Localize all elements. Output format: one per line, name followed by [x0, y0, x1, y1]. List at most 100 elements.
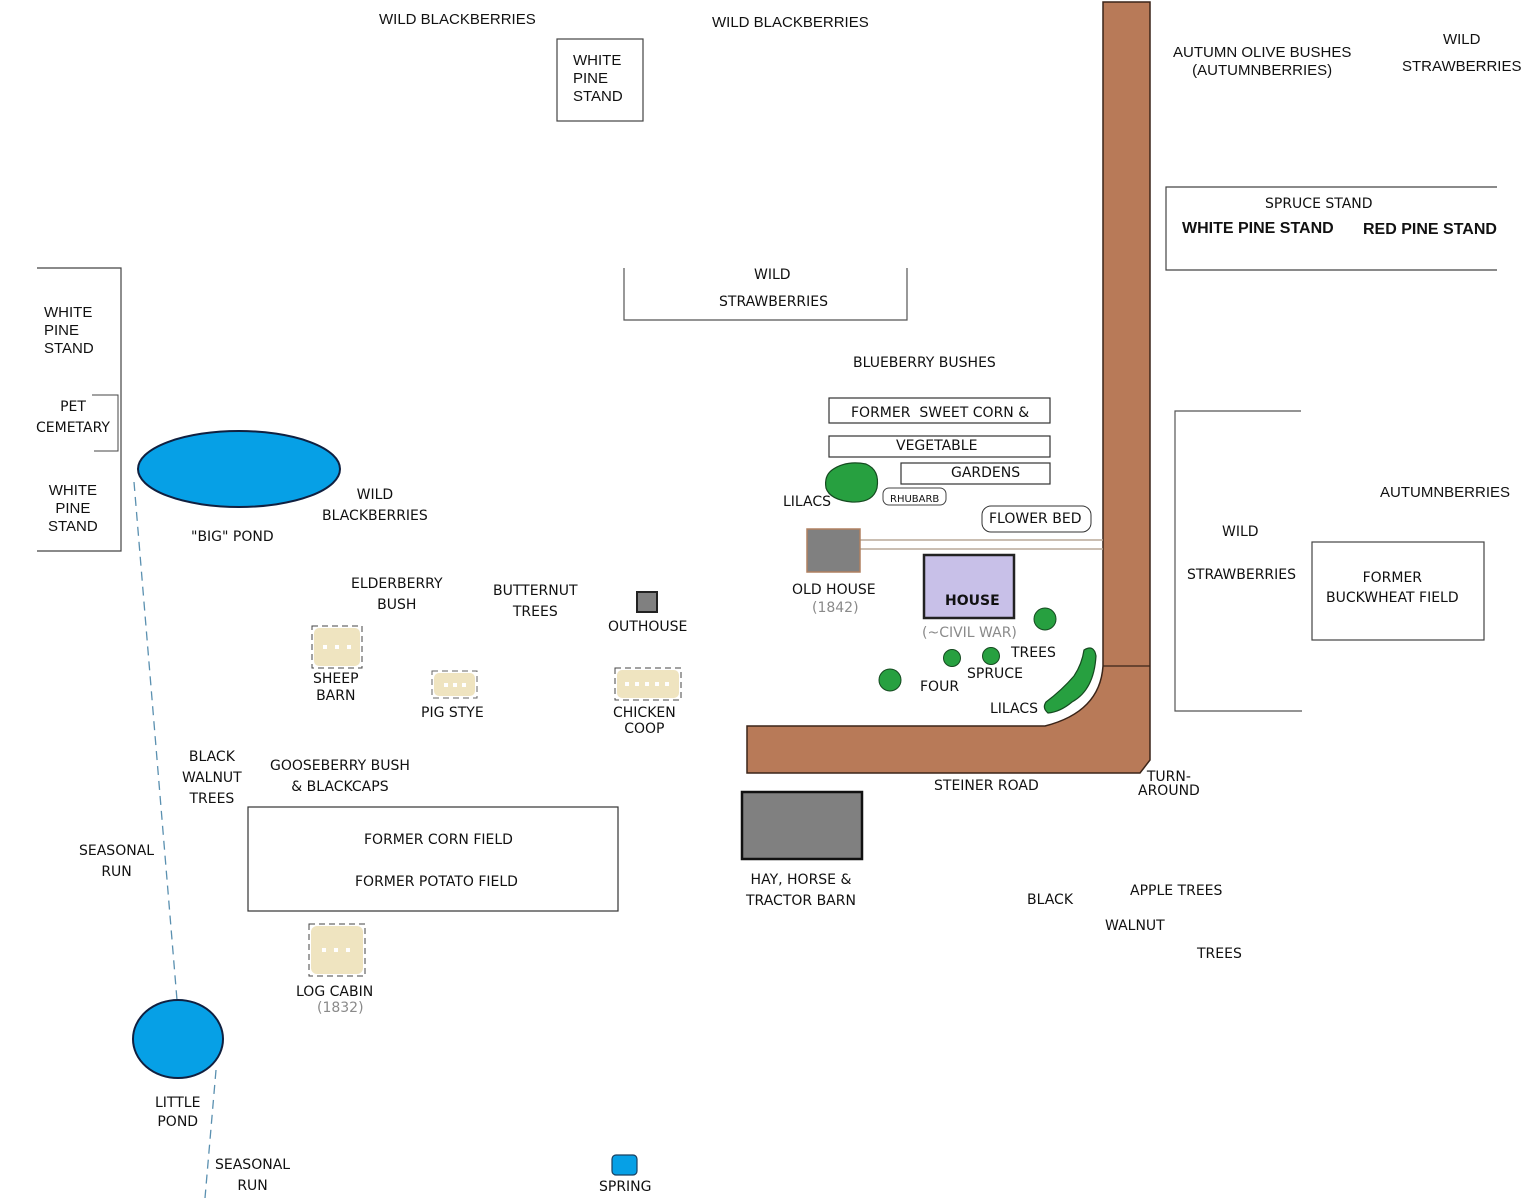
big-pond[interactable]	[137, 430, 341, 508]
label-black: BLACK	[1027, 892, 1074, 908]
chicken-coop-outline	[614, 667, 682, 701]
label-wild-strawberries-right-2: STRAWBERRIES	[1187, 567, 1297, 583]
label-pig-stye: PIG STYE	[421, 705, 484, 721]
label-trees-bottom: TREES	[1197, 946, 1242, 962]
label-garden-line-2: VEGETABLE	[896, 438, 978, 454]
hay-horse-tractor-barn[interactable]	[740, 790, 864, 861]
wild-strawberries-right-bracket	[1174, 410, 1302, 712]
outhouse[interactable]	[636, 591, 658, 613]
label-wild-blackberries-mid: WILD BLACKBERRIES	[322, 487, 428, 524]
label-elderberry-bush: ELDERBERRY BUSH	[351, 576, 443, 613]
label-lilacs-upper: LILACS	[783, 494, 832, 510]
label-apple-trees: APPLE TREES	[1130, 883, 1223, 899]
label-four: FOUR	[920, 679, 960, 695]
pig-stye-dots	[444, 683, 466, 687]
label-spruce: SPRUCE	[967, 666, 1023, 682]
road-shape	[746, 1, 1151, 774]
sheep-barn-outline	[311, 625, 363, 669]
label-seasonal-run-upper: SEASONAL RUN	[79, 843, 155, 880]
lilacs-lower-hedge[interactable]	[1043, 647, 1097, 714]
label-wild-strawberries-center-1: WILD	[754, 267, 791, 283]
spring[interactable]	[611, 1154, 638, 1176]
label-old-house-year: (1842)	[812, 600, 859, 616]
pig-stye[interactable]	[431, 670, 478, 699]
label-blueberry-bushes: BLUEBERRY BUSHES	[853, 355, 996, 371]
label-chicken-coop: CHICKEN COOP	[613, 705, 676, 737]
label-white-pine-stand-left-upper: WHITE PINE STAND	[44, 304, 94, 357]
spruce-tree-1[interactable]	[1033, 607, 1057, 631]
white-pine-stand-top-box	[556, 38, 644, 122]
label-spruce-stand: SPRUCE STAND	[1265, 196, 1373, 212]
label-walnut: WALNUT	[1105, 918, 1165, 934]
label-log-cabin-year: (1832)	[317, 1000, 364, 1016]
label-wild-strawberries-right-1: WILD	[1222, 524, 1259, 540]
label-autumn-olive-bushes: AUTUMN OLIVE BUSHES (AUTUMNBERRIES)	[1173, 44, 1352, 79]
label-former-potato-field: FORMER POTATO FIELD	[355, 874, 518, 890]
steiner-road	[746, 1, 1151, 774]
label-hay-horse-tractor-barn: HAY, HORSE & TRACTOR BARN	[746, 872, 856, 909]
label-former-corn-field: FORMER CORN FIELD	[364, 832, 513, 848]
label-sheep-barn: SHEEP BARN	[313, 671, 359, 704]
sheep-barn-dots	[323, 645, 351, 649]
label-rhubarb: RHUBARB	[890, 494, 940, 505]
corn-potato-field-box	[247, 806, 619, 912]
label-seasonal-run-lower: SEASONAL RUN	[215, 1157, 291, 1194]
label-turnaround: TURN- AROUND	[1138, 769, 1200, 799]
label-big-pond: "BIG" POND	[191, 529, 274, 545]
label-garden-line-3: GARDENS	[951, 465, 1021, 481]
garden-box-1	[828, 397, 1051, 424]
label-log-cabin: LOG CABIN	[296, 984, 374, 1000]
log-cabin-outline	[308, 923, 366, 977]
seasonal-run-upper	[133, 481, 178, 1001]
label-buckwheat-field: FORMER BUCKWHEAT FIELD	[1326, 570, 1459, 606]
little-pond[interactable]	[132, 999, 224, 1079]
seasonal-run-lower	[204, 1069, 217, 1199]
label-white-pine-stand-top: WHITE PINE STAND	[573, 52, 623, 105]
lilacs-upper-bush[interactable]	[825, 462, 879, 503]
label-autumnberries: AUTUMNBERRIES	[1380, 484, 1511, 501]
label-gooseberry-bush: GOOSEBERRY BUSH & BLACKCAPS	[270, 758, 410, 795]
sheep-barn[interactable]	[311, 625, 363, 669]
buckwheat-field-box	[1311, 541, 1485, 641]
chicken-coop-dots	[625, 682, 669, 686]
label-old-house: OLD HOUSE	[792, 582, 876, 598]
label-lilacs-lower: LILACS	[990, 701, 1039, 717]
label-wild-strawberries-top-right: WILD STRAWBERRIES	[1402, 31, 1522, 75]
label-wild-strawberries-center-2: STRAWBERRIES	[719, 294, 829, 310]
seasonal-run	[133, 481, 217, 1199]
log-cabin-dots	[322, 948, 350, 952]
label-little-pond: LITTLE POND	[155, 1095, 201, 1130]
label-steiner-road: STEINER ROAD	[934, 778, 1039, 794]
spruce-tree-4[interactable]	[878, 668, 902, 692]
white-pine-left-bracket	[37, 267, 122, 552]
wild-strawberries-center-bracket	[623, 268, 908, 321]
label-white-pine-stand-left-lower: WHITE PINE STAND	[48, 482, 98, 535]
garden-box-3	[900, 462, 1051, 485]
label-spruce-trees: TREES	[1011, 645, 1056, 661]
driveway	[860, 539, 1103, 550]
label-butternut-trees: BUTTERNUT TREES	[493, 583, 578, 620]
label-white-pine-stand-right: WHITE PINE STAND	[1182, 220, 1334, 237]
label-house: HOUSE	[945, 593, 1000, 609]
flower-bed[interactable]	[981, 505, 1092, 533]
label-outhouse: OUTHOUSE	[608, 619, 688, 635]
spruce-tree-2[interactable]	[943, 649, 961, 667]
house[interactable]	[922, 553, 1016, 620]
label-garden-line-1: FORMER SWEET CORN &	[851, 405, 1030, 421]
chicken-coop[interactable]	[614, 667, 682, 701]
rhubarb-patch[interactable]	[882, 487, 947, 506]
label-pet-cemetary: PET CEMETARY	[36, 399, 110, 436]
forest-stands-bracket	[1165, 186, 1497, 271]
label-flower-bed: FLOWER BED	[989, 511, 1082, 527]
log-cabin[interactable]	[308, 923, 366, 977]
old-house[interactable]	[806, 528, 861, 573]
spruce-tree-3[interactable]	[982, 647, 1000, 665]
garden-box-2	[828, 435, 1051, 458]
label-wild-blackberries-top-center: WILD BLACKBERRIES	[712, 14, 869, 31]
label-house-era: (~CIVIL WAR)	[922, 625, 1017, 641]
label-red-pine-stand: RED PINE STAND	[1363, 221, 1497, 238]
label-spring: SPRING	[599, 1179, 652, 1195]
pig-stye-outline	[431, 670, 478, 699]
pet-cemetary-bracket	[92, 394, 119, 452]
